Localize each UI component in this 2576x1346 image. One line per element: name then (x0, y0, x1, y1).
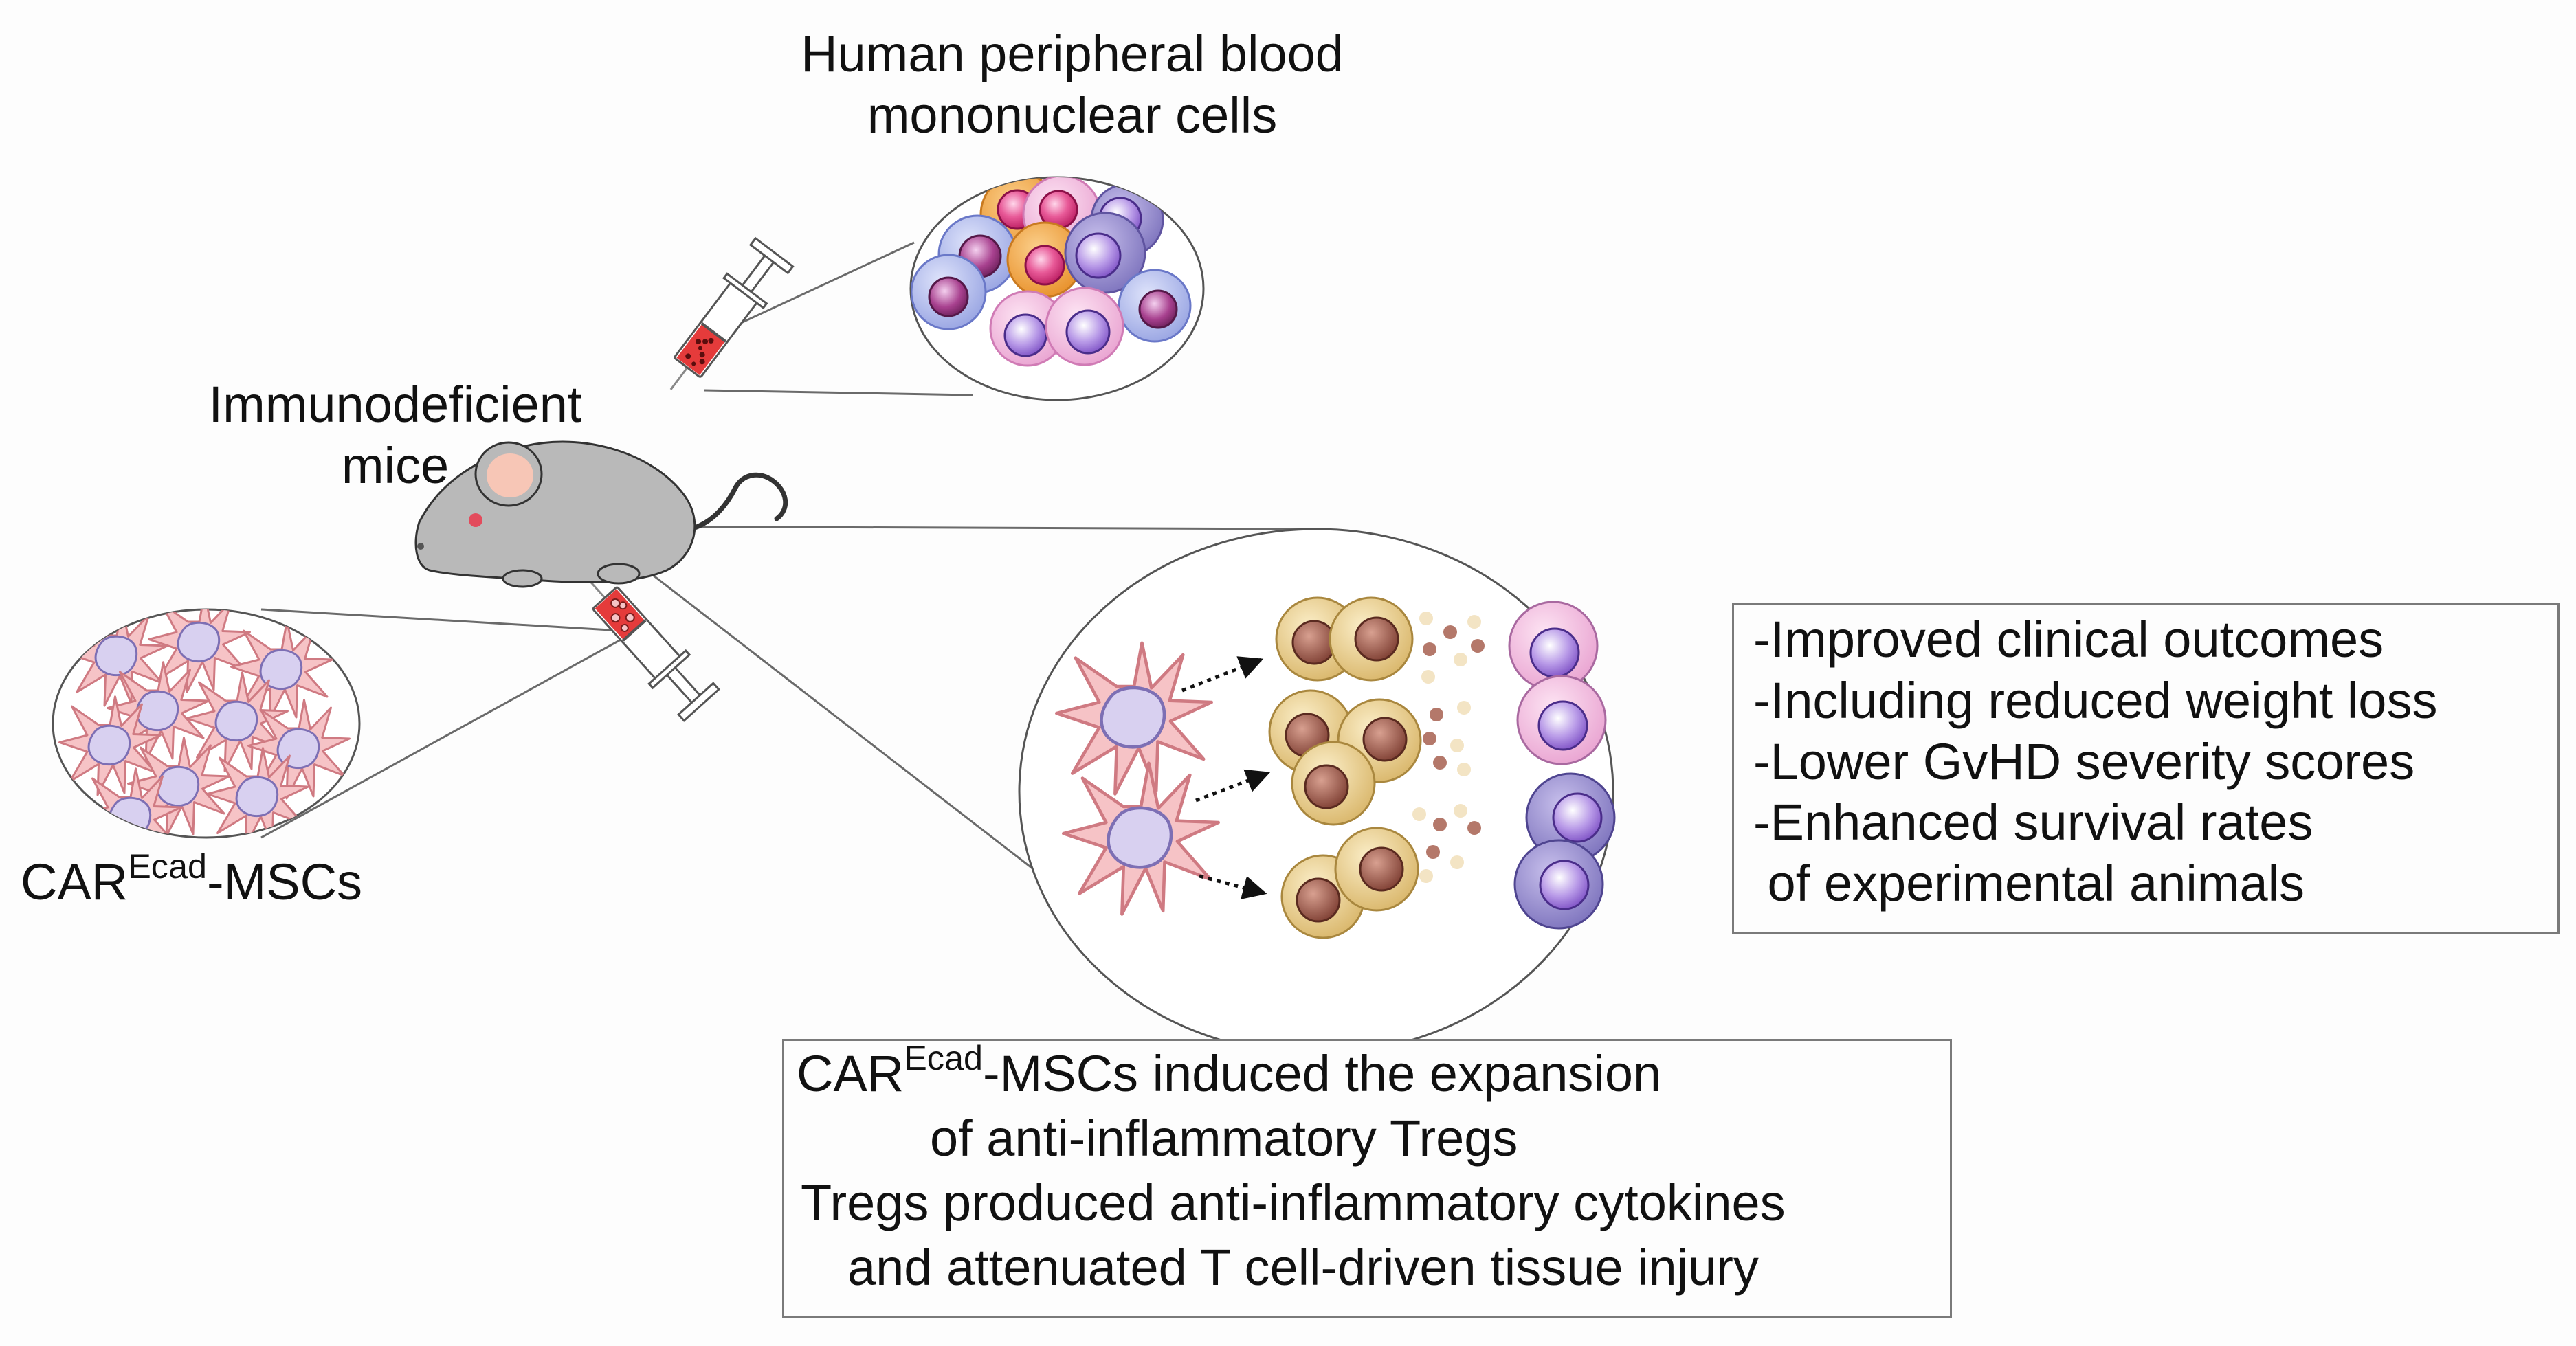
mechanism-line4: and attenuated T cell-driven tissue inju… (847, 1239, 1759, 1296)
mice-label-line2: mice (341, 436, 449, 494)
mechanism-line2: of anti-inflammatory Tregs (930, 1110, 1518, 1167)
arrow-icon (1181, 656, 1271, 899)
mechanism-callout (1018, 528, 1616, 1055)
connector-lines (260, 241, 1317, 874)
mechanism-line3: Tregs produced anti-inflammatory cytokin… (801, 1174, 1786, 1231)
outcomes-list: -Improved clinical outcomes -Including r… (1753, 609, 2437, 915)
mechanism-superscript: Ecad (904, 1037, 983, 1077)
treg-cell-icon (1268, 596, 1422, 939)
outcome-item: -Improved clinical outcomes (1753, 611, 2384, 668)
outcomes-box: -Improved clinical outcomes -Including r… (1732, 603, 2560, 934)
pbmc-label: Human peripheral blood mononuclear cells (763, 24, 1381, 146)
pbmc-label-line1: Human peripheral blood (801, 25, 1344, 82)
car-msc-superscript: Ecad (128, 846, 207, 886)
outcome-item: -Lower GvHD severity scores (1753, 732, 2415, 790)
pbmc-callout (909, 176, 1205, 401)
mice-label: Immunodeficient mice (148, 374, 643, 497)
pbmc-label-line2: mononuclear cells (867, 86, 1278, 144)
mouse-icon (414, 440, 788, 588)
car-msc-prefix: CAR (21, 853, 129, 910)
mechanism-suffix: -MSCs induced the expansion (982, 1045, 1662, 1102)
syringe-icon (586, 576, 720, 722)
mechanism-prefix: CAR (797, 1045, 904, 1102)
car-msc-suffix: -MSCs (206, 853, 363, 910)
mechanism-line1: CAREcad-MSCs induced the expansion (797, 1040, 1662, 1105)
syringe-icon (669, 236, 795, 390)
outcome-item: -Enhanced survival rates (1753, 794, 2313, 851)
mice-label-line1: Immunodeficient (208, 376, 582, 433)
t-cell-icon (1508, 601, 1616, 930)
outcome-item: -Including reduced weight loss (1753, 671, 2438, 729)
outcome-item: of experimental animals (1753, 855, 2305, 912)
car-msc-label: CAREcad-MSCs (21, 849, 363, 913)
msc-callout (52, 608, 361, 839)
cytokine-dot-icon (1412, 612, 1485, 883)
mechanism-box: CAREcad-MSCs induced the expansion of an… (782, 1039, 1952, 1318)
